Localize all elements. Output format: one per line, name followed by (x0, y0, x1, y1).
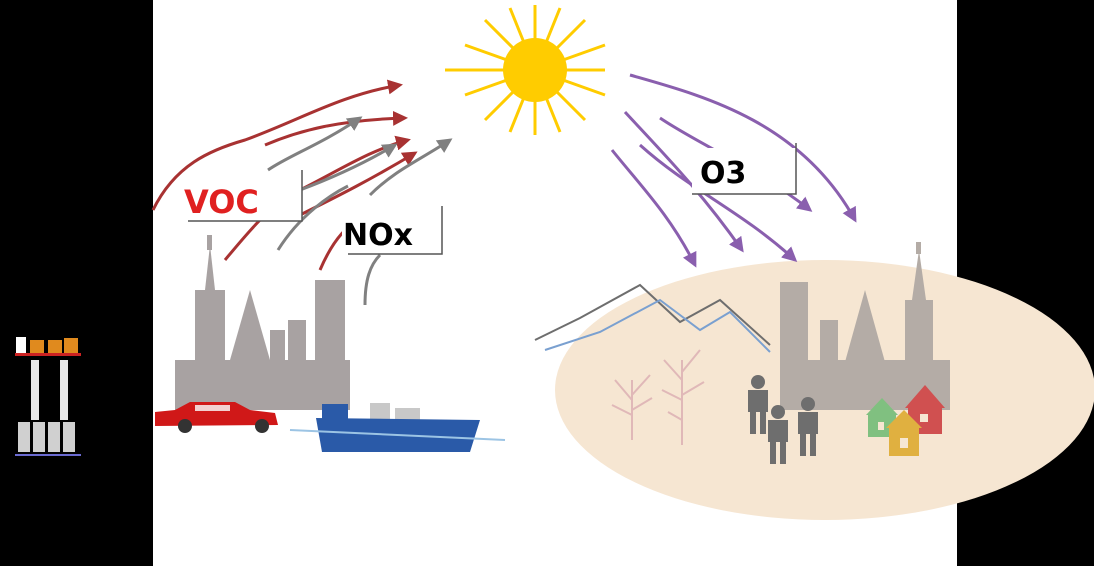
trees-icon (611, 349, 705, 445)
sun-icon (445, 5, 606, 135)
mountains-icon (534, 283, 771, 353)
car-icon (155, 402, 278, 433)
houses-icon (866, 385, 945, 456)
nox-label: NOx (343, 218, 413, 253)
voc-label: VOC (184, 183, 259, 221)
city-skyline-icon (175, 235, 350, 410)
o3-label: O3 (700, 156, 746, 191)
people-icon (748, 375, 818, 464)
nox-emission-arrows (267, 116, 453, 306)
voc-label-box: VOC (182, 170, 303, 222)
ship-icon (289, 403, 506, 452)
nox-label-box: NOx (342, 206, 443, 255)
power-plant-icon (15, 337, 81, 456)
o3-label-box: O3 (692, 143, 797, 195)
